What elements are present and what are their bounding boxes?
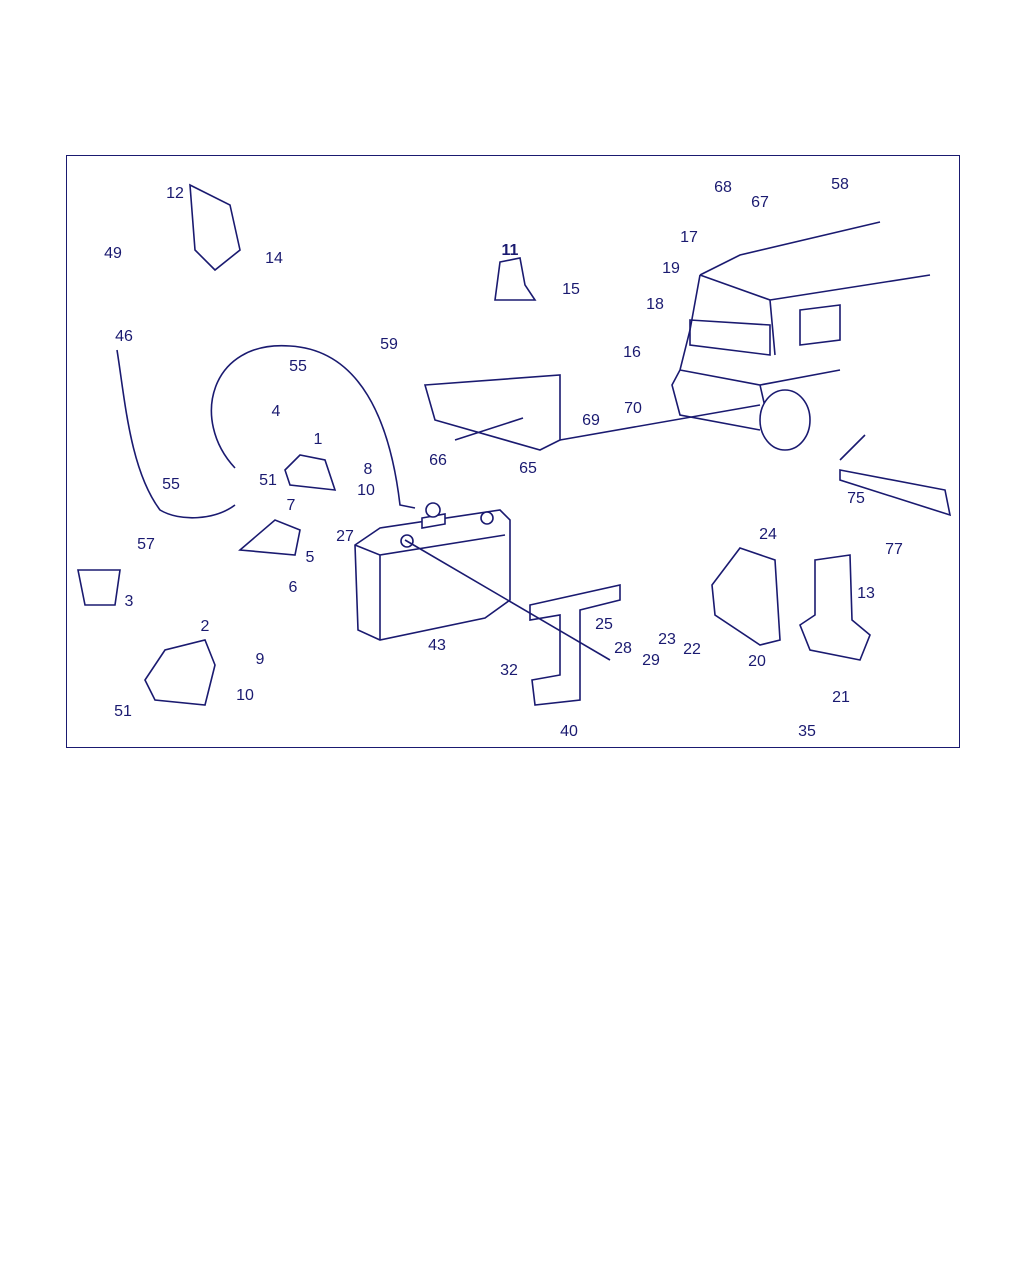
callout-17: 17: [680, 229, 698, 246]
nozzle: [284, 454, 337, 491]
callout-22: 22: [683, 641, 701, 658]
callout-77: 77: [885, 541, 903, 558]
callout-59: 59: [380, 336, 398, 353]
callout-10: 10: [236, 687, 254, 704]
callout-65: 65: [519, 460, 537, 477]
check-valve: [494, 257, 537, 301]
connector: [77, 569, 121, 606]
callout-5: 5: [306, 549, 315, 566]
cover: [144, 639, 216, 706]
callout-29: 29: [642, 652, 660, 669]
bracket: [529, 584, 621, 706]
callout-51: 51: [114, 703, 132, 720]
callout-8: 8: [364, 461, 373, 478]
pump-bracket: [711, 547, 781, 646]
callout-46: 46: [115, 328, 133, 345]
callout-40: 40: [560, 723, 578, 740]
valve-holder: [189, 183, 241, 272]
callout-25: 25: [595, 616, 613, 633]
callout-28: 28: [614, 640, 632, 657]
washer-tank: [354, 502, 511, 641]
callout-66: 66: [429, 452, 447, 469]
callout-23: 23: [658, 631, 676, 648]
callout-20: 20: [748, 653, 766, 670]
callout-32: 32: [500, 662, 518, 679]
callout-11: 11: [502, 242, 519, 259]
callout-49: 49: [104, 245, 122, 262]
callout-15: 15: [562, 281, 580, 298]
callout-75: 75: [847, 490, 865, 507]
callout-2: 2: [201, 618, 210, 635]
callout-16: 16: [623, 344, 641, 361]
callout-21: 21: [832, 689, 850, 706]
callout-12: 12: [166, 185, 184, 202]
diagram-frame: [66, 155, 960, 748]
callout-19: 19: [662, 260, 680, 277]
callout-67: 67: [751, 194, 769, 211]
callout-4: 4: [272, 403, 281, 420]
callout-14: 14: [265, 250, 283, 267]
callout-69: 69: [582, 412, 600, 429]
hose: [116, 349, 236, 519]
callout-27: 27: [336, 528, 354, 545]
callout-35: 35: [798, 723, 816, 740]
callout-24: 24: [759, 526, 777, 543]
callout-55: 55: [162, 476, 180, 493]
truck-outline: [671, 221, 952, 517]
callout-1: 1: [314, 431, 323, 448]
pump: [799, 554, 871, 661]
callout-13: 13: [857, 585, 875, 602]
callout-51: 51: [259, 472, 277, 489]
hose: [210, 345, 416, 509]
callout-labels: 1214494655595541810515775632910512743111…: [104, 176, 903, 740]
callout-55: 55: [289, 358, 307, 375]
callout-68: 68: [714, 179, 732, 196]
callout-6: 6: [289, 579, 298, 596]
mount: [238, 519, 301, 556]
parts-drawing: [77, 183, 952, 706]
callout-3: 3: [125, 593, 134, 610]
deflector: [423, 374, 561, 451]
callout-58: 58: [831, 176, 849, 193]
callout-43: 43: [428, 637, 446, 654]
callout-7: 7: [287, 497, 296, 514]
callout-9: 9: [256, 651, 265, 668]
callout-18: 18: [646, 296, 664, 313]
callout-70: 70: [624, 400, 642, 417]
callout-57: 57: [137, 536, 155, 553]
callout-10: 10: [357, 482, 375, 499]
